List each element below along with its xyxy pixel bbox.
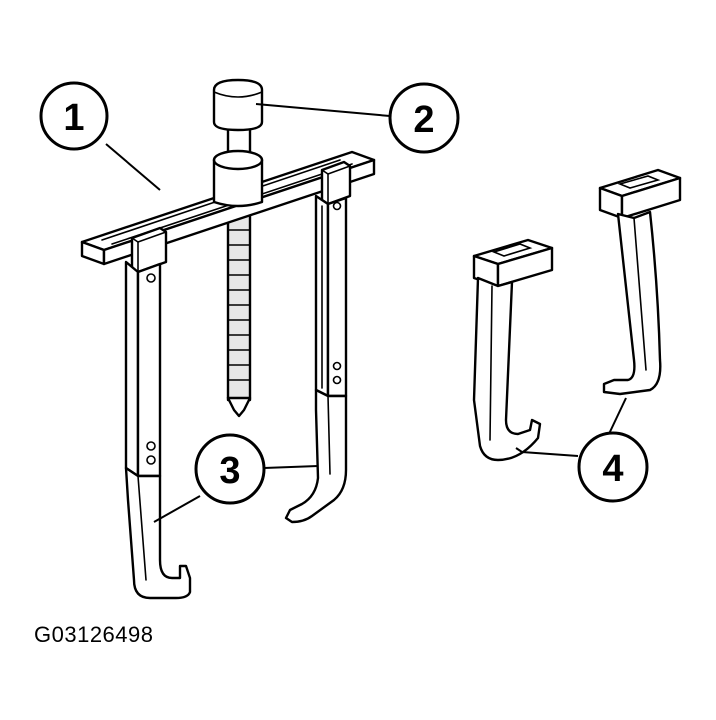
callout-4-label: 4 xyxy=(602,448,623,490)
leader-1 xyxy=(105,143,161,191)
spare-jaw-b-leg xyxy=(602,210,662,396)
spare-jaw-b xyxy=(598,168,682,396)
callout-1: 1 xyxy=(39,81,109,151)
screw-tip xyxy=(226,396,252,418)
spare-jaw-a-block-front xyxy=(496,246,554,288)
callout-3-label: 3 xyxy=(219,450,240,492)
left-jaw-bar-side xyxy=(124,260,140,478)
right-jaw-bar-front xyxy=(326,196,348,398)
leader-4a xyxy=(515,447,579,457)
spare-jaw-a xyxy=(472,238,554,462)
crossbar xyxy=(80,149,376,266)
crossbar-boss-top xyxy=(212,149,264,171)
left-jaw-bar-front xyxy=(136,262,162,478)
left-jaw xyxy=(124,226,192,600)
leader-3b xyxy=(263,465,319,469)
leader-4b xyxy=(607,397,627,437)
forcing-screw xyxy=(212,78,264,418)
callout-2-label: 2 xyxy=(413,99,434,141)
leader-3a xyxy=(153,495,201,523)
crossbar-front xyxy=(102,158,376,266)
callout-2: 2 xyxy=(388,82,460,154)
spare-jaw-b-block-front xyxy=(620,176,682,220)
screw-head xyxy=(212,78,264,132)
right-jaw xyxy=(284,160,352,524)
callout-1-label: 1 xyxy=(63,97,84,139)
crossbar-boss xyxy=(212,158,264,208)
callout-1-circle xyxy=(39,81,109,151)
figure-code: G03126498 xyxy=(34,622,154,647)
leader-lines xyxy=(105,103,627,523)
right-jaw-leg xyxy=(284,388,348,524)
spare-jaw-a-leg xyxy=(472,276,542,462)
callout-4-circle xyxy=(577,431,649,503)
leader-2 xyxy=(255,103,391,117)
callout-3: 3 xyxy=(194,433,266,505)
callout-3-circle xyxy=(194,433,266,505)
callout-2-circle xyxy=(388,82,460,154)
left-jaw-leg xyxy=(124,466,192,600)
callout-4: 4 xyxy=(577,431,649,503)
